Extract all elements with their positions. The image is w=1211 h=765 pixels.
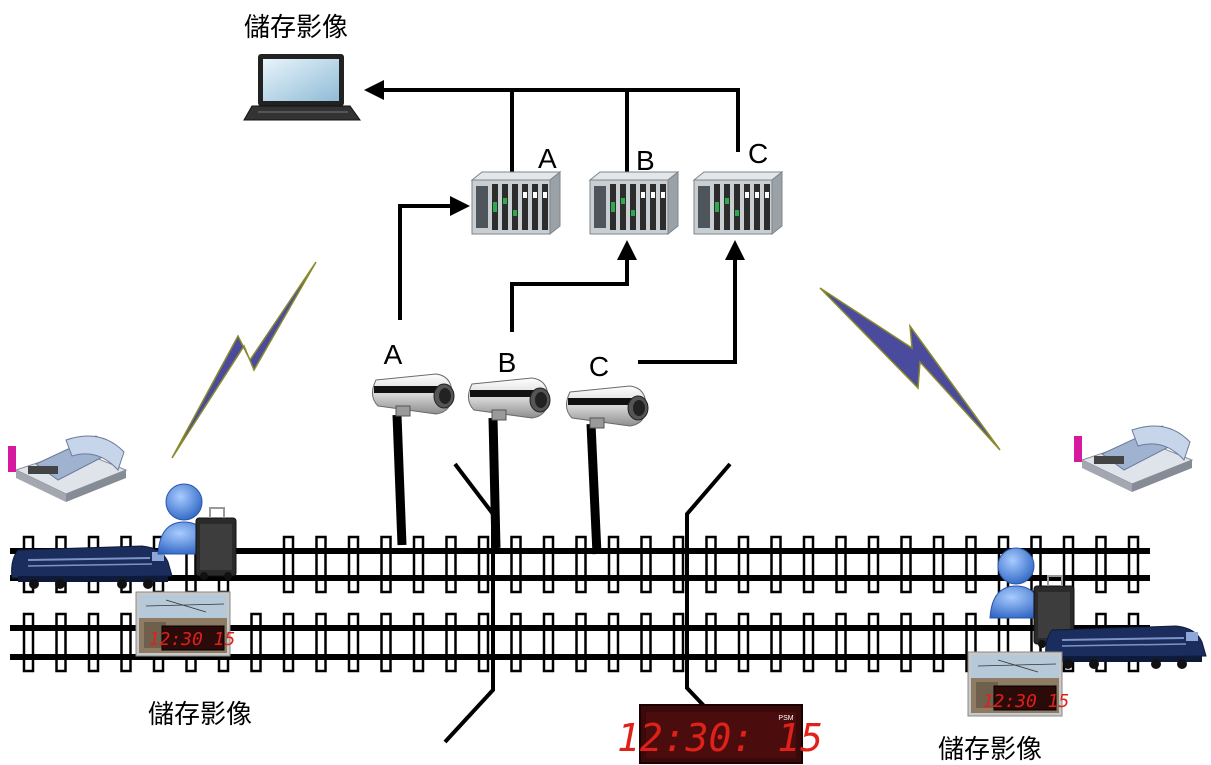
- track-sleeper: [772, 614, 781, 671]
- track-sleeper: [512, 537, 521, 592]
- laptop-icon: [244, 54, 360, 120]
- track-sleeper: [674, 537, 683, 592]
- clock-brand: PSM: [778, 715, 793, 722]
- track-sleeper: [1097, 537, 1106, 592]
- storage-label-left: 儲存影像: [148, 700, 252, 730]
- switch-c-label: C: [748, 138, 768, 169]
- locomotive-icon: [1046, 626, 1206, 669]
- track-sleeper: [317, 614, 326, 671]
- track-sleeper: [739, 537, 748, 592]
- cable-lines: [445, 464, 730, 742]
- track-sleeper: [349, 614, 358, 671]
- track-sleeper: [512, 614, 521, 671]
- switch-b-icon: [590, 172, 678, 234]
- clock-main-readout: 12:30: 15: [617, 716, 823, 760]
- switch-c-icon: [694, 172, 782, 234]
- track-sleeper: [544, 537, 553, 592]
- track-sleeper: [674, 614, 683, 671]
- camera-b-icon: [468, 378, 550, 420]
- track-sleeper: [414, 614, 423, 671]
- track-sleeper: [479, 614, 488, 671]
- track-sleeper: [382, 614, 391, 671]
- station-building-icon: [1074, 426, 1192, 492]
- track-sleeper: [414, 537, 423, 592]
- track-sleeper: [447, 537, 456, 592]
- clock-right-readout: 12:30 15: [983, 691, 1070, 712]
- track-sleeper: [577, 614, 586, 671]
- track-sleeper: [122, 614, 131, 671]
- track-sleeper: [609, 614, 618, 671]
- switch-b-label: B: [636, 145, 655, 176]
- track-sleeper: [382, 537, 391, 592]
- switch-a-icon: [472, 172, 560, 234]
- track-sleeper: [89, 614, 98, 671]
- track-sleeper: [869, 537, 878, 592]
- track-sleeper: [284, 614, 293, 671]
- track-sleeper: [609, 537, 618, 592]
- track-sleeper: [869, 614, 878, 671]
- track-sleeper: [804, 537, 813, 592]
- track-sleeper: [967, 537, 976, 592]
- switch-a-label: A: [538, 143, 557, 174]
- camera-c-icon: [566, 386, 648, 428]
- camera-poles: [397, 415, 597, 554]
- camera-c-label: C: [589, 351, 609, 382]
- track-sleeper: [577, 537, 586, 592]
- wireless-link-icon: [820, 288, 1000, 450]
- track-sleeper: [544, 614, 553, 671]
- track-sleeper: [317, 537, 326, 592]
- camera-a-label: A: [384, 339, 403, 370]
- track-sleeper: [642, 614, 651, 671]
- track-sleeper: [24, 614, 33, 671]
- track-sleeper: [284, 537, 293, 592]
- track-sleeper: [707, 537, 716, 592]
- track-sleeper: [479, 537, 488, 592]
- track-sleeper: [804, 614, 813, 671]
- led-clock-icon: 12:30: 15 PSM: [617, 705, 823, 763]
- track-sleeper: [1064, 537, 1073, 592]
- track-sleeper: [837, 614, 846, 671]
- track-sleeper: [57, 614, 66, 671]
- track-sleeper: [349, 537, 358, 592]
- track-sleeper: [1129, 537, 1138, 592]
- camera-b-label: B: [498, 347, 517, 378]
- track-sleeper: [739, 614, 748, 671]
- track-sleeper: [837, 537, 846, 592]
- track-sleeper: [902, 614, 911, 671]
- clock-left-readout: 12:30 15: [149, 629, 236, 650]
- storage-label-top: 儲存影像: [244, 13, 348, 43]
- track-sleeper: [934, 537, 943, 592]
- wireless-link-icon: [172, 262, 316, 458]
- track-sleeper: [772, 537, 781, 592]
- track-sleeper: [252, 614, 261, 671]
- equipment-case-icon: [196, 508, 236, 580]
- track-sleeper: [934, 614, 943, 671]
- storage-label-right: 儲存影像: [938, 735, 1042, 765]
- track-sleeper: [902, 537, 911, 592]
- track-sleeper: [447, 614, 456, 671]
- track-sleeper: [642, 537, 651, 592]
- track-sleeper: [707, 614, 716, 671]
- camera-a-icon: [372, 374, 454, 416]
- station-building-icon: [8, 436, 126, 502]
